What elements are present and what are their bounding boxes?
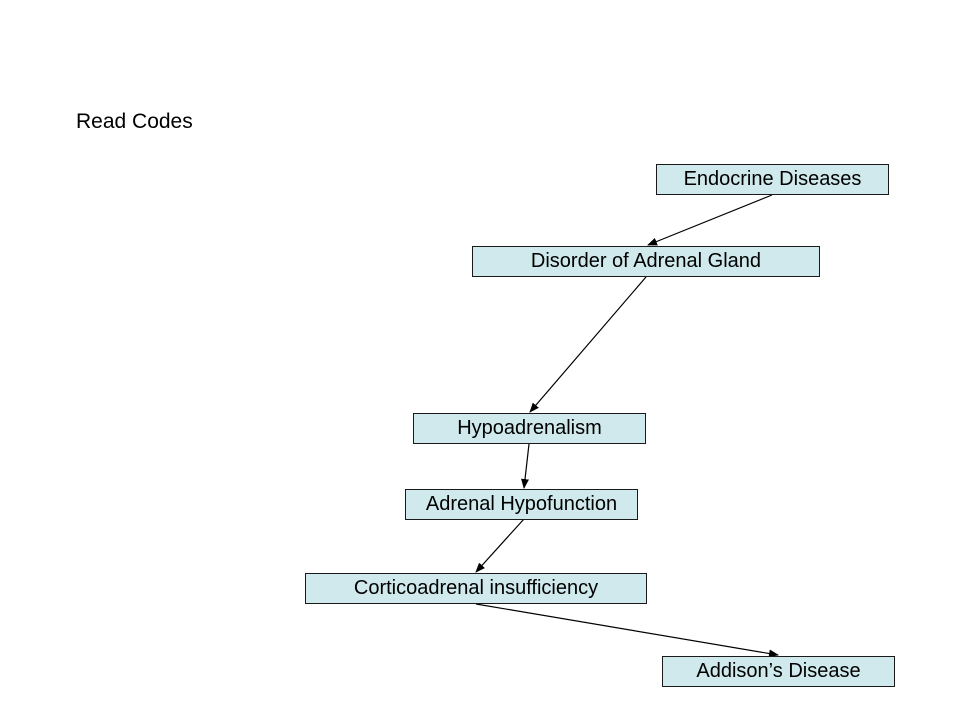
diagram-title: Read Codes	[76, 110, 193, 133]
node-adrenal-hypofunction: Adrenal Hypofunction	[405, 489, 638, 520]
node-endocrine-diseases: Endocrine Diseases	[656, 164, 889, 195]
edge-hypofunction-to-corticoadrenal	[475, 518, 525, 573]
node-corticoadrenal-insufficiency: Corticoadrenal insufficiency	[305, 573, 647, 604]
edge-hypoadrenalism-to-hypofunction	[521, 443, 530, 489]
node-addisons-disease: Addison’s Disease	[662, 656, 895, 687]
edge-corticoadrenal-to-addisons	[475, 603, 779, 658]
edge-endocrine-to-adrenal-gland	[647, 194, 773, 246]
edge-adrenal-gland-to-hypoadrenalism	[529, 276, 647, 413]
node-disorder-of-adrenal-gland: Disorder of Adrenal Gland	[472, 246, 820, 277]
node-hypoadrenalism: Hypoadrenalism	[413, 413, 646, 444]
